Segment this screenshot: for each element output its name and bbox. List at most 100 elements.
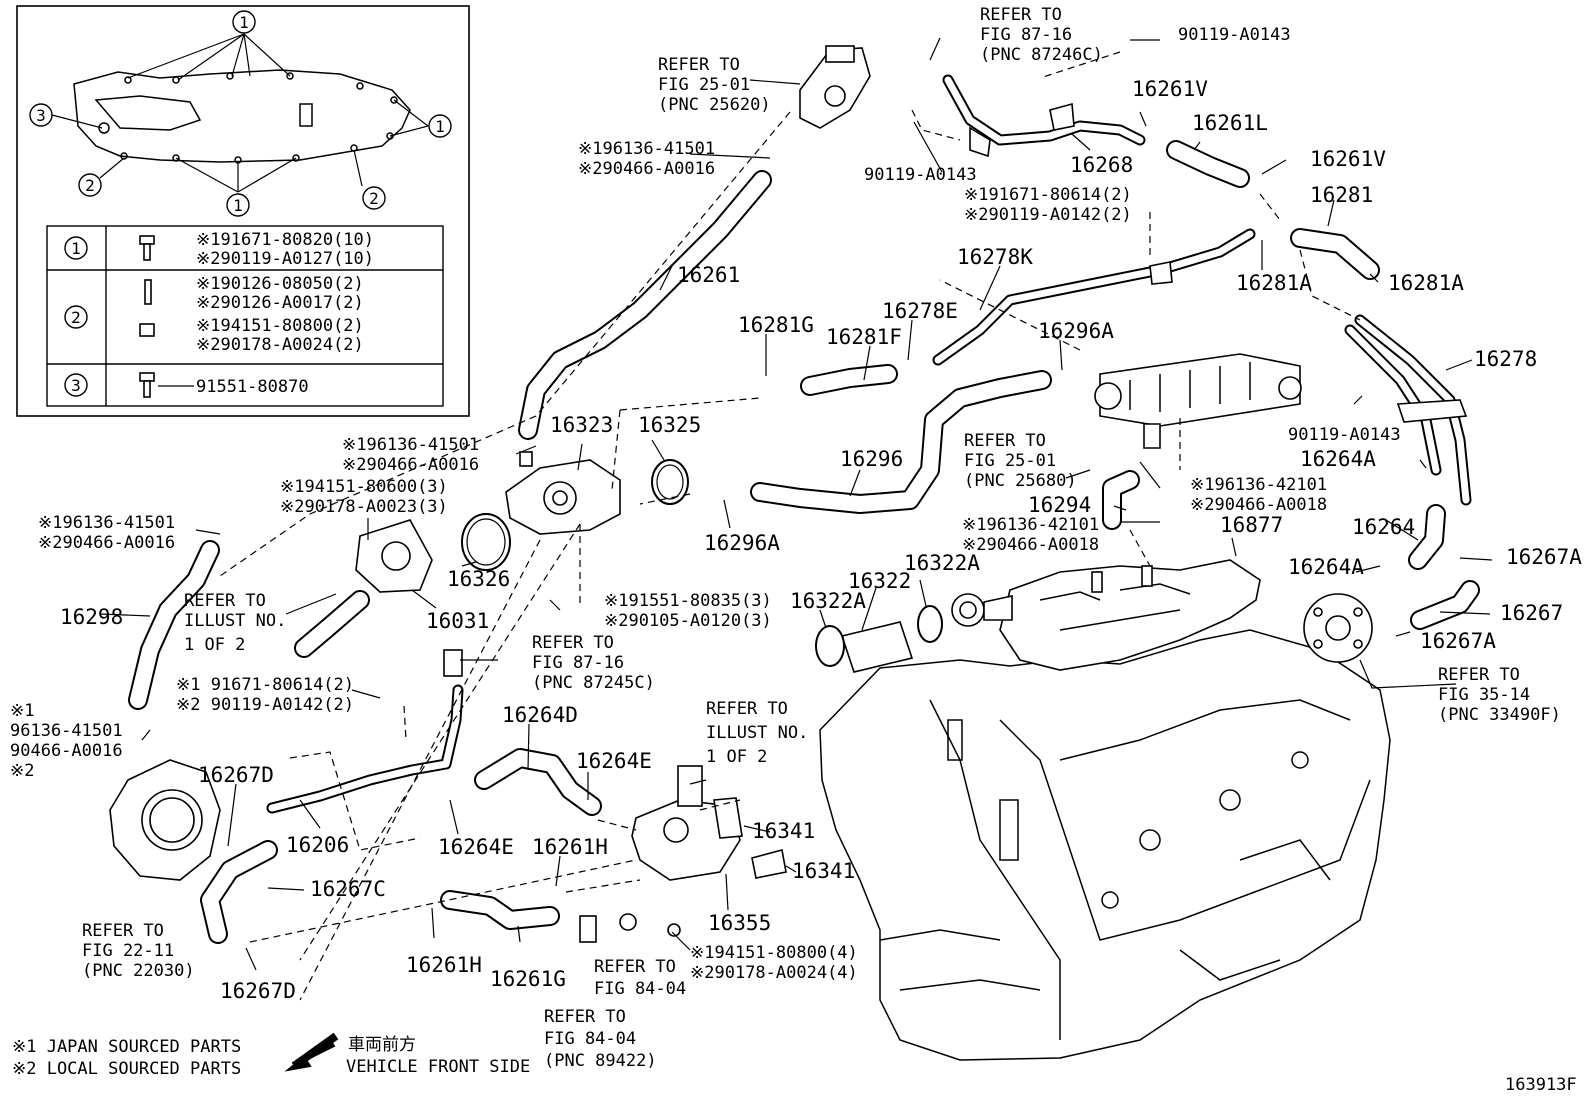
hose-16281F [800,364,898,396]
part-label: 16264 [1352,515,1415,539]
part-label: 16261H [532,835,608,859]
throttle-body [109,759,221,881]
hose-16322 [815,605,943,673]
svg-text:※194151-80800(2): ※194151-80800(2) [196,316,364,336]
fastener-label: ※196136-42101 [1190,475,1327,495]
svg-text:FIG 25-01: FIG 25-01 [964,451,1056,471]
fastener-label: ※1 [10,701,34,721]
svg-text:(PNC 25620): (PNC 25620) [658,95,771,115]
note-local-sourced: ※2 LOCAL SOURCED PARTS [12,1059,241,1079]
part-label: 16264A [1300,447,1376,471]
svg-text:1: 1 [233,196,243,215]
part-label: 16281 [1310,183,1373,207]
svg-text:REFER TO: REFER TO [532,633,614,653]
part-label: 16261H [406,953,482,977]
hose-16294 [1102,470,1140,530]
svg-text:REFER TO: REFER TO [544,1007,626,1027]
svg-text:REFER TO: REFER TO [964,431,1046,451]
part-label: 16322A [790,589,866,613]
hose-16261G [440,890,560,930]
oil-cooler [1303,593,1373,663]
reference-labels: REFER TO FIG 25-01 (PNC 25620) REFER TO … [82,5,1561,1071]
sensor [579,913,681,943]
part-label: 16323 [550,413,613,437]
svg-text:FIG 84-04: FIG 84-04 [544,1029,636,1049]
ref-fig-87-16-top: REFER TO FIG 87-16 (PNC 87246C) [980,5,1103,65]
fastener-label: ※196136-42101 [962,515,1099,535]
pipe-16278 [1344,314,1472,506]
svg-text:1 OF 2: 1 OF 2 [184,635,245,655]
svg-text:FIG 22-11: FIG 22-11 [82,941,174,961]
part-label: 16341 [792,859,855,883]
nut-icon [139,323,155,337]
vehicle-front-jp: 車両前方 [348,1035,416,1055]
part-label: 16278K [957,245,1033,269]
front-arrow-icon [284,1032,339,1072]
bolt-icon [139,372,155,398]
ref-fig-84-04-a: REFER TO FIG 84-04 [594,957,686,999]
fastener-label: 96136-41501 [10,721,123,741]
part-label: 16281G [738,313,814,337]
leaders [99,37,1493,971]
hose-16296 [750,370,1052,514]
part-label: 16298 [60,605,123,629]
pipe-16278K [932,228,1256,366]
part-label: 16322A [904,551,980,575]
hose-16264 [1408,504,1446,570]
fastener-label: ※2 [10,761,34,781]
part-label: 16031 [426,609,489,633]
bolt-icon [139,235,155,261]
svg-text:ILLUST NO.: ILLUST NO. [706,723,808,743]
svg-text:FIG 87-16: FIG 87-16 [980,25,1072,45]
part-label: 16326 [447,567,510,591]
svg-text:(PNC 33490F): (PNC 33490F) [1438,705,1561,725]
svg-text:2: 2 [85,176,95,195]
svg-text:ILLUST NO.: ILLUST NO. [184,611,286,631]
svg-text:(PNC 87245C): (PNC 87245C) [532,673,655,693]
gasket-16341 [713,797,787,879]
fastener-label: ※290466-A0018 [962,535,1099,555]
svg-text:(PNC 89422): (PNC 89422) [544,1051,657,1071]
water-outlet-16355 [631,765,741,881]
part-label: 16264E [576,749,652,773]
fastener-label: ※196136-41501 [38,513,175,533]
intake-cover-outline [73,69,411,164]
fastener-label: ※290466-A0016 [342,455,479,475]
hose-16261 [518,170,772,440]
part-label: 16278E [882,299,958,323]
callout-1-bottom: 1 [226,193,250,217]
svg-text:※290126-A0017(2): ※290126-A0017(2) [196,293,364,313]
hose-16264D [474,748,602,816]
svg-text:1: 1 [71,239,81,258]
ref-fig-25-01-cooler: REFER TO FIG 25-01 (PNC 25680) [964,431,1077,491]
svg-text:FIG 35-14: FIG 35-14 [1438,685,1530,705]
fastener-label: ※2 90119-A0142(2) [176,695,354,715]
fastener-label: 90119-A0143 [864,165,977,185]
inset-panel: 1 1 1 2 2 3 1 [16,5,470,417]
fastener-label: 90466-A0016 [10,741,123,761]
thermostat-16031 [294,519,433,658]
fastener-label: ※191671-80614(2) [964,185,1132,205]
part-label: 16264D [502,703,578,727]
part-label: 16322 [848,569,911,593]
drawing-id: 163913F [1505,1075,1577,1095]
callout-1-right: 1 [428,114,452,138]
ref-fig-22-11: REFER TO FIG 22-11 (PNC 22030) [82,921,195,981]
part-label: 16267D [220,979,296,1003]
water-inlet-16323 [505,451,621,535]
svg-text:※290119-A0127(10): ※290119-A0127(10) [196,249,374,269]
svg-text:※290178-A0024(2): ※290178-A0024(2) [196,335,364,355]
part-label: 16261V [1310,147,1386,171]
egr-valve [799,45,871,129]
part-label: 16264A [1288,555,1364,579]
ref-fig-84-04-b: REFER TO FIG 84-04 (PNC 89422) [544,1007,657,1071]
svg-text:FIG 84-04: FIG 84-04 [594,979,686,999]
ref-fig-35-14: REFER TO FIG 35-14 (PNC 33490F) [1438,665,1561,725]
gasket-16326 [461,513,511,571]
part-label: 16296 [840,447,903,471]
svg-text:3: 3 [36,106,46,125]
svg-text:(PNC 87246C): (PNC 87246C) [980,45,1103,65]
fastener-label: ※290105-A0120(3) [604,611,772,631]
part-label: 16261V [1132,77,1208,101]
